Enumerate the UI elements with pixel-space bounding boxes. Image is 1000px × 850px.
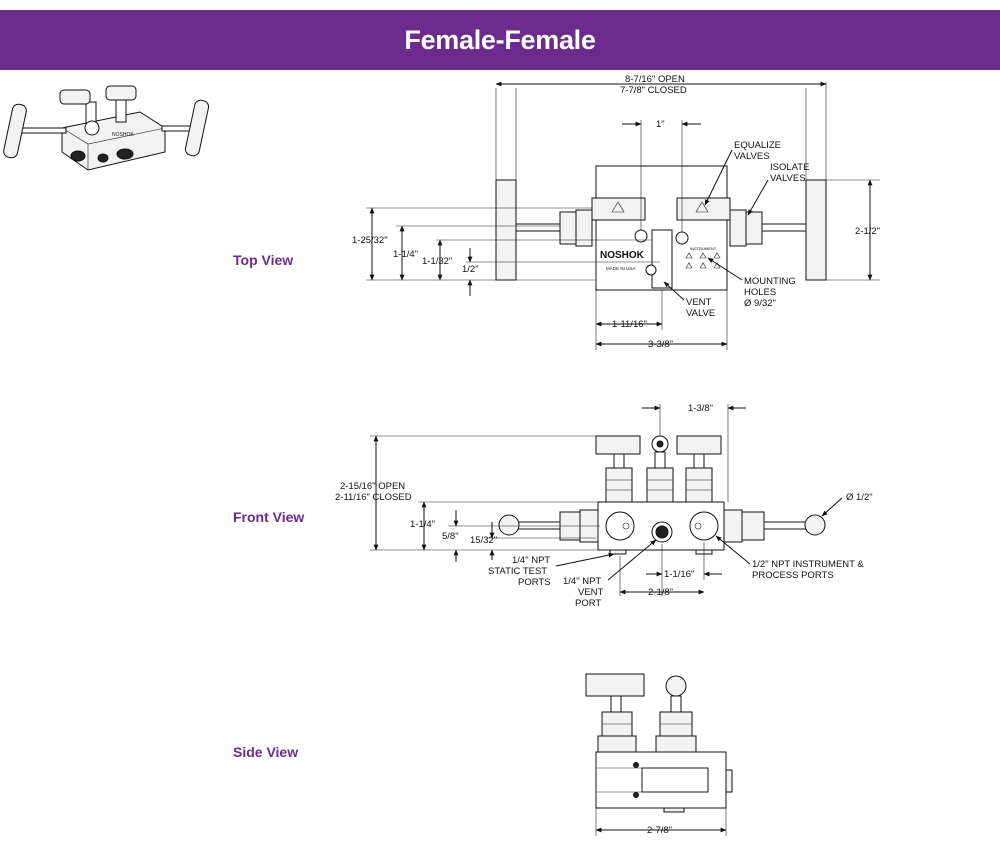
front-view-label: Front View bbox=[233, 509, 305, 525]
dim-1-1-4-front-label: 1-1/4" bbox=[410, 519, 435, 530]
vent-valve-label-2: VALVE bbox=[686, 308, 715, 319]
vent-port-label-3: PORT bbox=[575, 598, 601, 609]
equalize-label-2: VALVES bbox=[734, 151, 770, 162]
front-open-label: 2-15/16" OPEN bbox=[340, 481, 405, 492]
vent-port-label-2: VENT bbox=[578, 587, 604, 598]
top-made-label: MADE IN USA bbox=[606, 266, 635, 271]
isolate-label-1: ISOLATE bbox=[770, 162, 809, 173]
closed-width-label: 7-7/8" CLOSED bbox=[620, 85, 687, 96]
top-instrument-label: INSTRUMENT bbox=[690, 246, 717, 251]
dim-1-2-label: 1/2" bbox=[462, 264, 479, 275]
isometric-manifold-thumbnail: NOSHOK bbox=[3, 85, 210, 171]
npt-instrument-label-2: PROCESS PORTS bbox=[752, 570, 834, 581]
dim-15-32-label: 15/32" bbox=[470, 535, 497, 546]
vent-valve-label-1: VENT bbox=[686, 297, 712, 308]
dim-3-3-8-label: 3-3/8" bbox=[648, 339, 673, 350]
dim-5-8-label: 5/8" bbox=[442, 531, 459, 542]
front-view-drawing bbox=[498, 435, 826, 555]
top-brand-label: NOSHOK bbox=[600, 250, 645, 261]
thumb-brand-label: NOSHOK bbox=[112, 132, 134, 138]
dim-2-1-2-label: 2-1/2" bbox=[855, 226, 880, 237]
side-view-dimensions: 2-7/8" bbox=[595, 808, 727, 836]
static-label-1: 1/4" NPT bbox=[512, 555, 550, 566]
dim-1-3-8-label: 1-3/8" bbox=[688, 403, 713, 414]
mounting-label-3: Ø 9/32" bbox=[744, 298, 776, 309]
equalize-label-1: EQUALIZE bbox=[734, 140, 781, 151]
dim-1-25-32-label: 1-25/32" bbox=[352, 235, 388, 246]
dim-1-1-32-label: 1-1/32" bbox=[422, 256, 452, 267]
top-view-label: Top View bbox=[233, 252, 294, 268]
page-title: Female-Female bbox=[404, 24, 596, 55]
dim-1-1-16-label: 1-1/16" bbox=[664, 569, 694, 580]
mounting-label-1: MOUNTING bbox=[744, 276, 796, 287]
open-width-label: 8-7/16" OPEN bbox=[625, 74, 685, 85]
title-banner: Female-Female bbox=[0, 10, 1000, 70]
static-label-2: STATIC TEST bbox=[488, 566, 547, 577]
dia-1-2-label: Ø 1/2" bbox=[846, 492, 873, 503]
front-closed-label: 2-11/16" CLOSED bbox=[335, 492, 412, 503]
top-view-drawing: NOSHOK MADE IN USA INSTRUMENT bbox=[495, 165, 827, 291]
dim-1-11-16-label: 1-11/16" bbox=[612, 319, 647, 330]
npt-instrument-label-1: 1/2" NPT INSTRUMENT & bbox=[752, 559, 864, 570]
one-inch-label: 1" bbox=[656, 119, 665, 130]
mounting-label-2: HOLES bbox=[744, 287, 776, 298]
dim-1-1-4-top-label: 1-1/4" bbox=[393, 249, 418, 260]
top-view-dimensions: 8-7/16" OPEN 7-7/8" CLOSED 1" EQUALIZE V… bbox=[352, 74, 880, 350]
static-label-3: PORTS bbox=[518, 577, 551, 588]
front-view-dimensions: 1-3/8" 2-15/16" OPEN 2-11/16" CLOSED 1-1… bbox=[335, 403, 873, 609]
vent-port-label-1: 1/4" NPT bbox=[563, 576, 601, 587]
dim-2-1-8-label: 2-1/8" bbox=[648, 587, 673, 598]
isolate-label-2: VALVES bbox=[770, 173, 806, 184]
side-view-label: Side View bbox=[233, 744, 299, 760]
dim-2-7-8-label: 2-7/8" bbox=[647, 825, 672, 836]
side-view-drawing bbox=[585, 673, 733, 813]
